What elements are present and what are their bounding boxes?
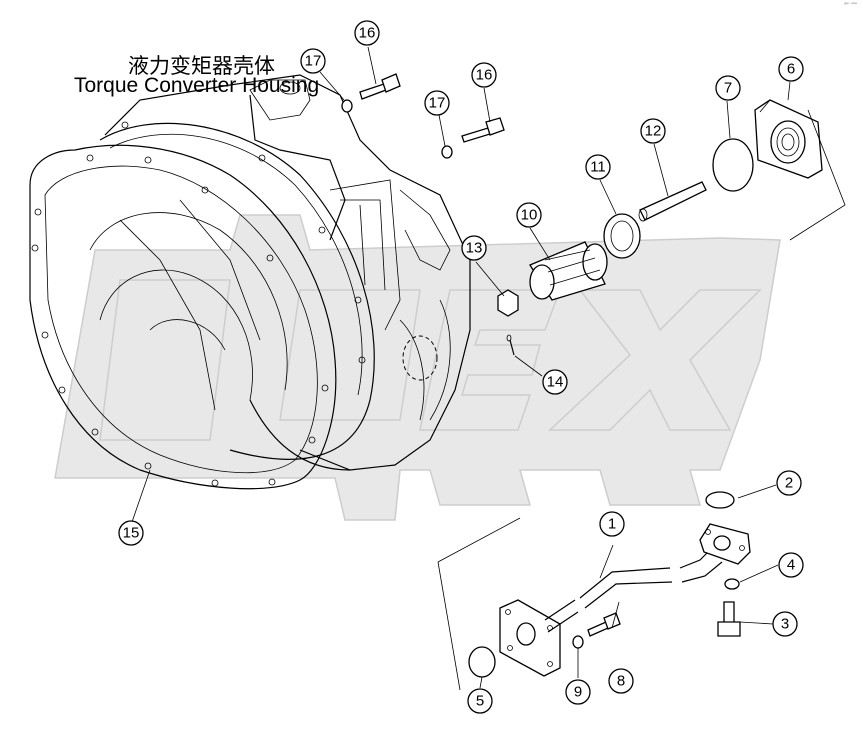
leader-lines [131,46,791,689]
svg-text:2: 2 [785,475,793,492]
callout-16-upper: 16 [354,20,380,46]
oil-pipe-1 [499,523,751,677]
callout-4: 4 [778,552,804,578]
o-ring-7 [712,138,754,192]
callout-6: 6 [778,56,804,82]
callout-8: 8 [608,668,634,694]
svg-text:6: 6 [787,61,795,78]
callout-17-lower: 17 [424,90,450,116]
svg-text:5: 5 [476,693,484,710]
washer-9 [572,635,584,649]
washer-17-lower [441,145,453,159]
callout-14: 14 [542,369,568,395]
pin-14 [509,339,515,356]
washer-4 [724,578,740,590]
callout-5: 5 [467,688,493,714]
washer-17-upper [341,99,353,113]
callout-17-upper: 17 [300,48,326,74]
svg-text:13: 13 [466,240,483,257]
bolt-16-upper [359,73,401,100]
svg-text:9: 9 [574,684,582,701]
callout-10: 10 [516,202,542,228]
corner-mark: ᵍᵉʳ ᵃᵃᵃ [844,2,857,8]
bolt-8 [587,612,621,637]
svg-text:7: 7 [724,80,732,97]
o-ring-5 [468,646,496,678]
assembly-guide-lines [437,109,846,691]
callout-11: 11 [585,154,611,180]
nut-13 [497,289,519,317]
callout-15: 15 [118,520,144,546]
callout-3: 3 [772,611,798,637]
callout-7: 7 [715,75,741,101]
svg-text:8: 8 [617,673,625,690]
title-chinese: 液力变矩器壳体 [128,54,275,78]
svg-text:17: 17 [429,95,446,112]
shaft-12 [638,181,707,222]
svg-text:16: 16 [359,25,376,42]
svg-text:15: 15 [123,525,140,542]
bolt-3 [717,601,741,637]
callout-12: 12 [640,118,666,144]
svg-text:11: 11 [590,159,606,176]
ring-11 [603,213,641,259]
svg-text:14: 14 [547,374,564,391]
svg-text:12: 12 [645,123,662,140]
svg-text:17: 17 [305,53,322,70]
svg-text:1: 1 [608,516,616,533]
svg-text:3: 3 [781,616,789,633]
callout-9: 9 [565,679,591,705]
torque-converter-housing [29,74,471,490]
strainer-10 [529,241,608,301]
bolt-16-lower [461,117,505,143]
svg-text:4: 4 [787,557,795,574]
gasket-2 [705,491,735,509]
callout-13: 13 [461,235,487,261]
callout-2: 2 [776,470,802,496]
svg-text:16: 16 [476,67,493,84]
watermark-logo [54,214,781,521]
svg-text:10: 10 [521,207,538,224]
cover-plate-6 [754,99,823,179]
callout-16-lower: 16 [471,62,497,88]
title-english: Torque Converter Housing [74,74,320,97]
gasket-bolt-holes [31,121,366,487]
callout-1: 1 [599,511,625,537]
